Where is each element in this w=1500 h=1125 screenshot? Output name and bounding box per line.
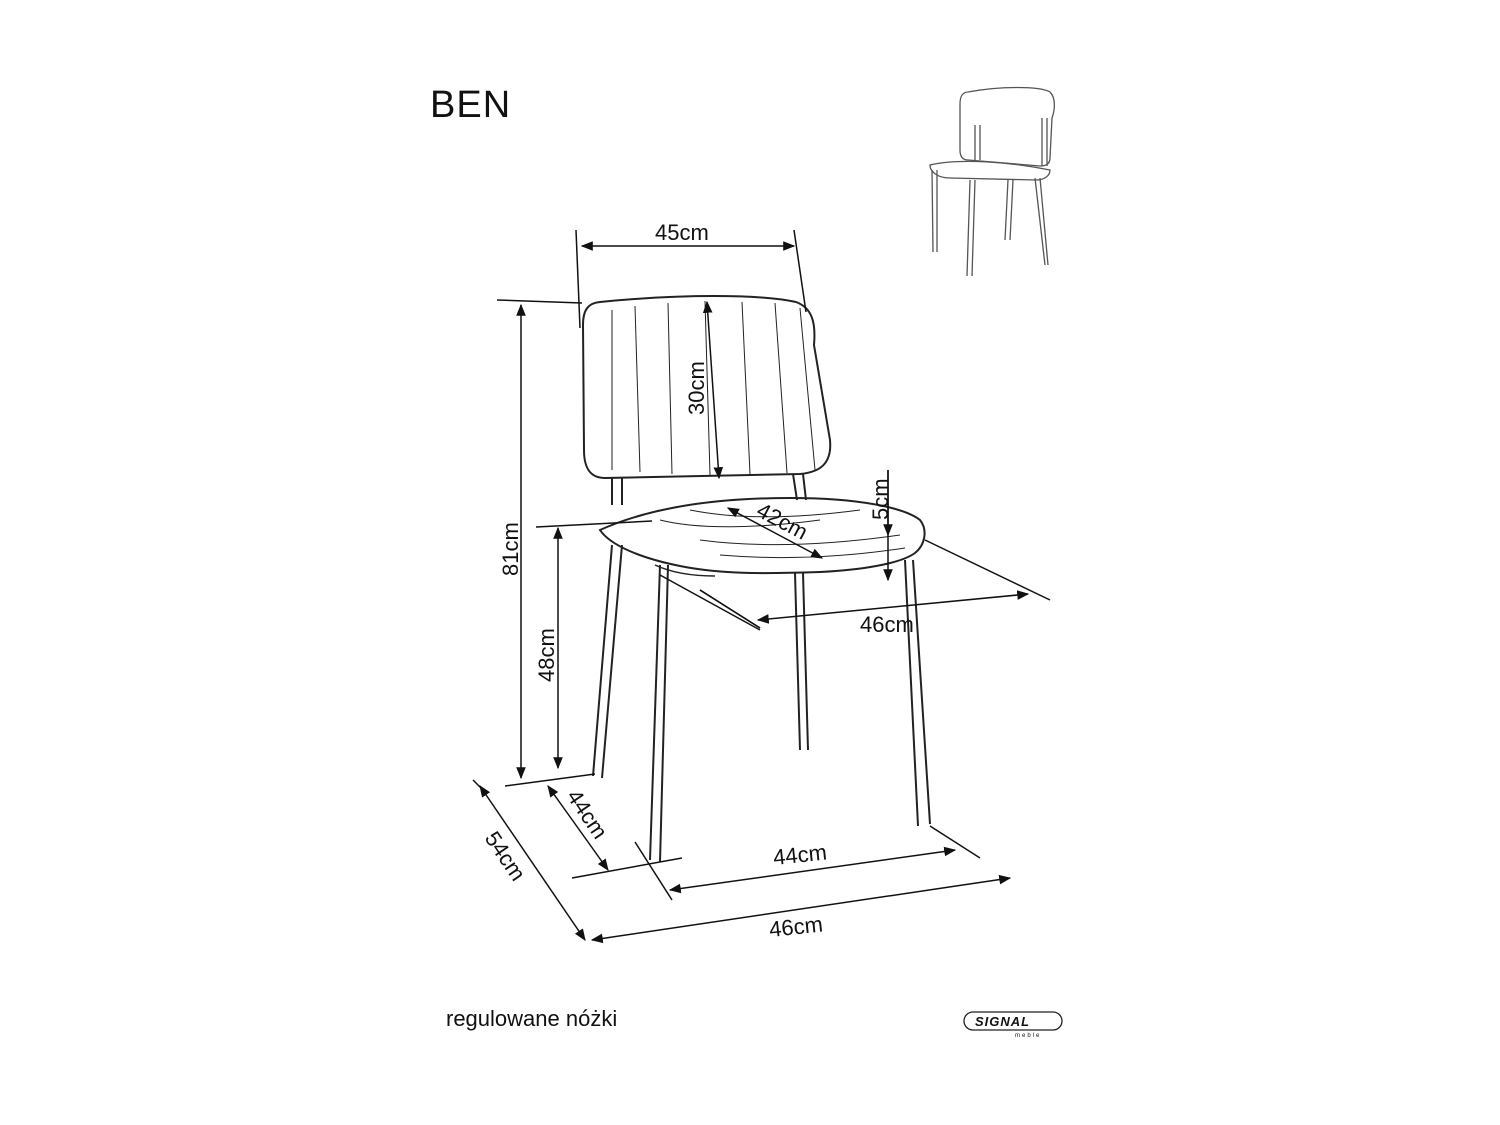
chair-drawing <box>581 295 931 863</box>
logo-subtext: meble <box>1015 1033 1041 1039</box>
product-title: BEN <box>430 84 512 126</box>
dimension-lines <box>472 229 1051 944</box>
dim-line-total-depth <box>479 785 586 941</box>
label-total-height: 81cm <box>498 522 523 576</box>
label-leg-depth: 44cm <box>562 785 613 844</box>
label-total-width: 46cm <box>768 911 824 941</box>
label-leg-width: 44cm <box>772 839 828 869</box>
adjustable-legs-note: regulowane nóżki <box>446 1006 618 1031</box>
leg-back-right <box>794 572 809 751</box>
dimension-labels: 45cm 30cm 81cm 48cm 42cm 5cm 46cm 54cm 4… <box>480 220 914 942</box>
dim-line-seat-width <box>756 590 1030 624</box>
dim-line-seat-depth <box>726 507 824 559</box>
label-seat-height: 48cm <box>534 628 559 682</box>
signal-logo: SIGNAL meble <box>963 1011 1063 1039</box>
dim-line-backrest-height <box>702 300 724 480</box>
label-backrest-width: 45cm <box>655 220 709 245</box>
label-seat-thickness: 5cm <box>868 478 893 520</box>
leg-front-right <box>904 559 931 827</box>
dim-line-total-width <box>590 874 1012 944</box>
logo-text: SIGNAL <box>975 1014 1030 1029</box>
label-seat-width: 46cm <box>860 612 914 637</box>
chair-thumbnail <box>929 86 1056 277</box>
seat <box>598 496 926 575</box>
leg-front-left <box>592 544 623 779</box>
label-total-depth: 54cm <box>480 827 531 886</box>
label-backrest-height: 30cm <box>684 361 709 415</box>
backrest <box>581 295 832 480</box>
leg-back-left <box>649 564 669 863</box>
dim-line-leg-depth <box>547 785 609 871</box>
